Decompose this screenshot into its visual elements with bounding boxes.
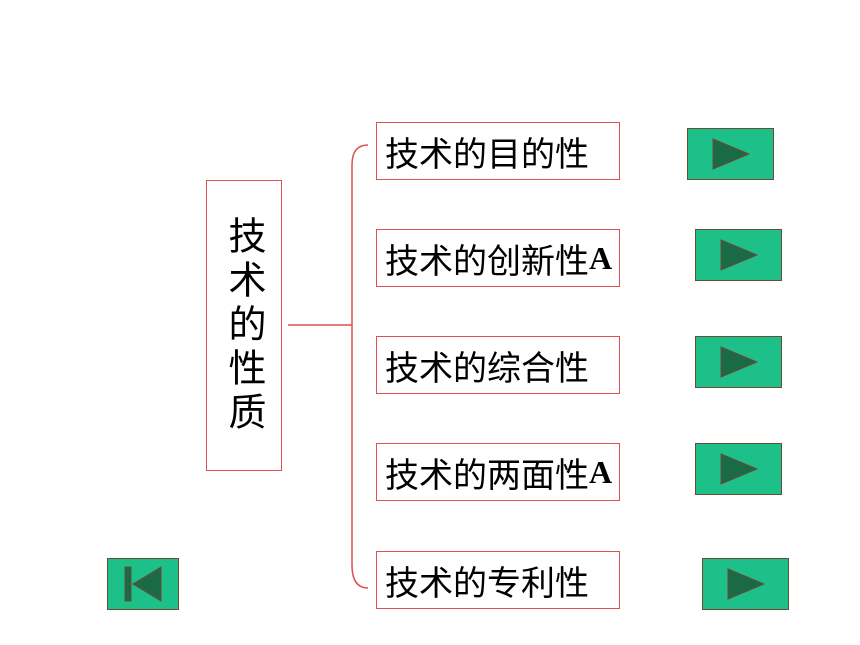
item-suffix: A: [589, 239, 613, 276]
skip-to-start-icon: [124, 566, 162, 602]
item-patent[interactable]: 技术的专利性: [376, 551, 620, 609]
item-suffix: A: [589, 453, 613, 490]
item-label: 技术的创新性: [385, 241, 589, 282]
item-label: 技术的综合性: [385, 348, 589, 389]
play-arrow-icon: [720, 239, 758, 271]
next-button-purpose[interactable]: [687, 128, 774, 180]
play-arrow-icon: [727, 568, 765, 600]
next-button-duality[interactable]: [695, 443, 782, 495]
item-purpose[interactable]: 技术的目的性: [376, 122, 620, 180]
item-label: 技术的两面性: [385, 455, 589, 496]
next-button-patent[interactable]: [702, 558, 789, 610]
next-button-comprehensive[interactable]: [695, 336, 782, 388]
play-arrow-icon: [720, 346, 758, 378]
item-comprehensive[interactable]: 技术的综合性: [376, 336, 620, 394]
topic-title-box: 技术的性质: [206, 180, 282, 471]
item-label: 技术的专利性: [385, 563, 589, 604]
play-arrow-icon: [712, 138, 750, 170]
play-arrow-icon: [720, 453, 758, 485]
first-slide-button[interactable]: [107, 558, 179, 610]
next-button-innovation[interactable]: [695, 229, 782, 281]
topic-title: 技术的性质: [222, 215, 266, 436]
item-label: 技术的目的性: [385, 134, 589, 175]
